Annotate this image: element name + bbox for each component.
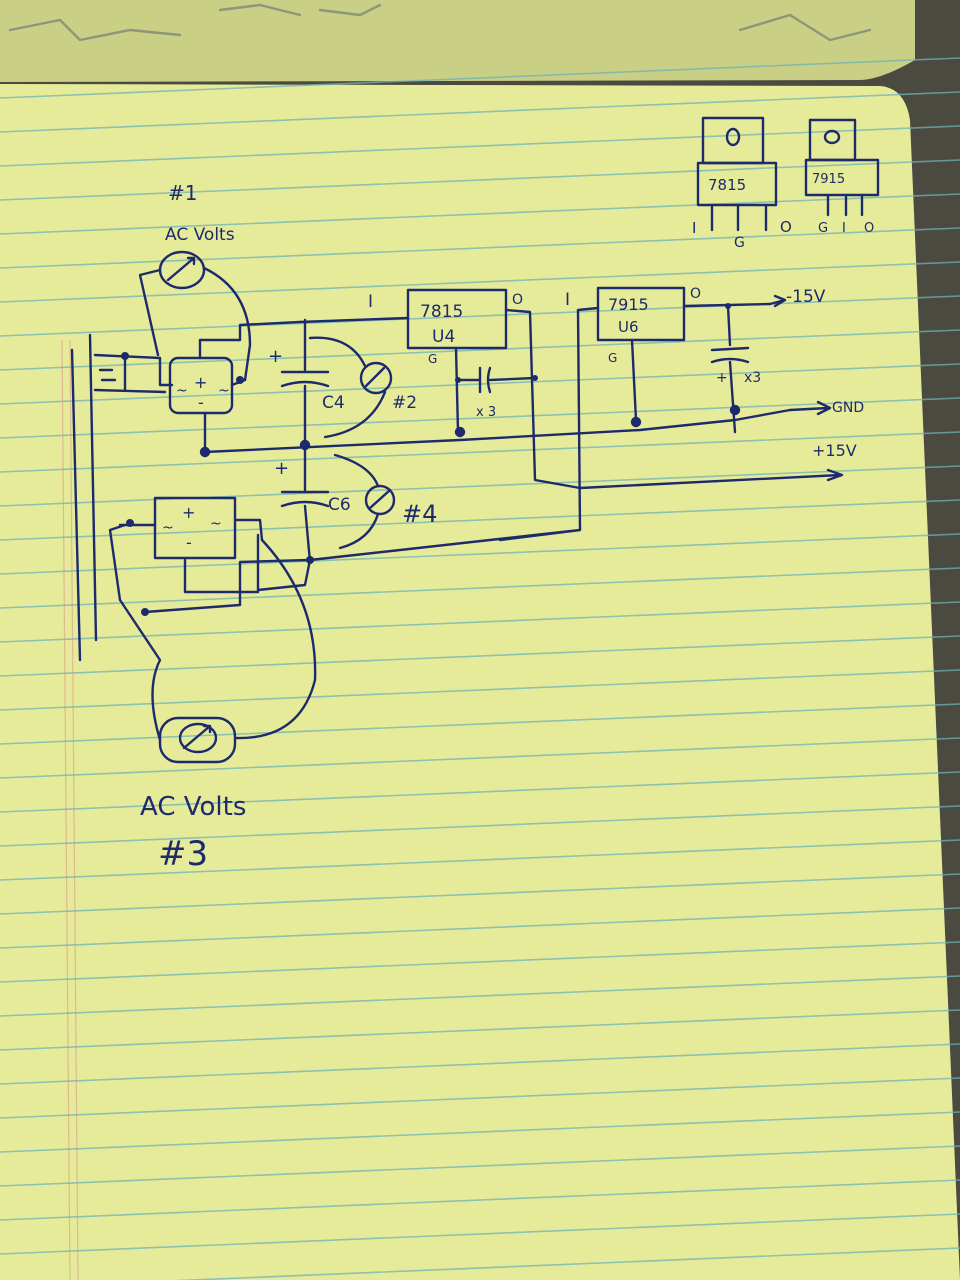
u6-part: 7915 xyxy=(608,295,649,314)
u6-in-label: I xyxy=(565,290,570,310)
u6-out-label: O xyxy=(690,286,701,302)
rule-line xyxy=(0,567,960,609)
u6-cap-multiplier: x3 xyxy=(744,370,761,386)
rule-line xyxy=(0,261,960,303)
meter-2-icon xyxy=(359,361,393,395)
rule-line xyxy=(0,125,960,167)
previous-page-scribbles xyxy=(8,3,872,42)
rule-line xyxy=(0,873,960,915)
pinout-7915-pin-o: O xyxy=(864,221,874,236)
rule-line xyxy=(0,193,960,235)
bridge-rectifier-bottom: + - ~ ~ xyxy=(118,496,312,616)
rule-line xyxy=(0,159,960,201)
rule-line xyxy=(0,431,960,473)
capacitor-c6: + C6 xyxy=(274,448,351,564)
meter-2-number: #2 xyxy=(392,393,417,413)
meter-3: AC Volts #3 xyxy=(108,523,317,874)
meter-4-icon xyxy=(364,484,396,516)
capacitor-c4: + C4 xyxy=(268,318,345,447)
meter-3-number: #3 xyxy=(158,834,208,874)
rule-line xyxy=(0,533,960,575)
rule-line xyxy=(0,601,960,643)
pinout-7915-pin-g: G xyxy=(818,221,828,236)
rule-line xyxy=(0,397,960,439)
bridge-top-minus: - xyxy=(198,393,204,412)
meter-4-number: #4 xyxy=(402,500,437,528)
bridge-bottom-plus: + xyxy=(182,503,195,522)
u6-gnd-label: G xyxy=(608,351,617,365)
bridge-bottom-ac-right: ~ xyxy=(210,516,222,532)
meter-4: #4 xyxy=(333,453,437,550)
previous-page-fold xyxy=(0,0,915,82)
c6-polarity: + xyxy=(274,458,289,479)
rule-line xyxy=(0,975,960,1017)
rule-line xyxy=(0,91,960,133)
paper-sheet xyxy=(0,84,960,1280)
outputs: -15V GND +15V xyxy=(768,287,864,482)
rule-line xyxy=(0,465,960,507)
bridge-bottom-ac-left: ~ xyxy=(162,520,174,536)
output-gnd-label: GND xyxy=(832,400,864,416)
u4-gnd-label: G xyxy=(428,352,437,366)
rule-line xyxy=(0,57,960,99)
rule-line xyxy=(0,805,960,847)
pinout-7815: 7815 I G O xyxy=(692,116,792,251)
rule-line xyxy=(0,1111,960,1153)
meter-2: #2 xyxy=(308,336,417,439)
rule-line xyxy=(0,907,960,949)
rule-line xyxy=(0,1009,960,1051)
u6-cap-polarity: + xyxy=(716,370,728,386)
u4-ref: U4 xyxy=(432,327,455,347)
margin-lines xyxy=(61,339,79,1280)
u4-part: 7815 xyxy=(420,302,463,322)
rule-line xyxy=(0,669,960,711)
rule-line xyxy=(0,1213,960,1255)
bridge-bottom-minus: - xyxy=(186,533,192,552)
pinout-7815-pin-o: O xyxy=(780,218,792,236)
output-pos15v-label: +15V xyxy=(812,441,857,460)
bridge-rectifier-top: + - ~ ~ xyxy=(121,320,302,452)
rule-line xyxy=(0,1145,960,1187)
pinout-7815-part: 7815 xyxy=(708,176,746,194)
u6-ref: U6 xyxy=(618,318,639,336)
pinout-7815-pin-i: I xyxy=(692,219,696,237)
rule-line xyxy=(0,839,960,881)
margin-line xyxy=(69,339,79,1280)
regulator-u6: I 7915 U6 G O + x3 xyxy=(308,286,772,562)
rule-line xyxy=(0,941,960,983)
bridge-top-ac-left: ~ xyxy=(176,383,188,399)
bridge-top-ac-right: ~ xyxy=(218,383,230,399)
pinout-7915: 7915 G I O xyxy=(804,118,880,236)
meter-1-number: #1 xyxy=(168,181,197,205)
rule-line xyxy=(0,227,960,269)
meter-1-label: AC Volts xyxy=(165,225,235,245)
meter-3-icon xyxy=(178,722,218,754)
regulator-u4: I 7815 U4 G O x 3 xyxy=(298,288,842,490)
c4-polarity: + xyxy=(268,346,283,367)
output-neg15v-label: -15V xyxy=(786,287,826,307)
pinout-7915-pin-i: I xyxy=(842,221,846,236)
margin-line xyxy=(61,339,71,1280)
c4-ref: C4 xyxy=(322,393,345,413)
rule-line xyxy=(0,499,960,541)
rule-line xyxy=(0,737,960,779)
rule-line xyxy=(0,771,960,813)
rule-line xyxy=(0,1077,960,1119)
meter-1: #1 AC Volts xyxy=(138,181,252,382)
u4-in-label: I xyxy=(368,292,373,312)
c6-ref: C6 xyxy=(328,495,351,515)
rule-line xyxy=(0,1179,960,1221)
u4-out-label: O xyxy=(512,292,523,308)
u4-cap-multiplier: x 3 xyxy=(476,405,496,420)
rule-line xyxy=(0,295,960,337)
rule-line xyxy=(172,1247,960,1280)
bridge-top-plus: + xyxy=(194,373,207,392)
meter-3-label: AC Volts xyxy=(140,792,246,822)
pinout-7915-part: 7915 xyxy=(812,172,845,187)
pinout-7815-pin-g: G xyxy=(734,235,745,251)
rule-line xyxy=(0,1043,960,1085)
rule-line xyxy=(0,635,960,677)
